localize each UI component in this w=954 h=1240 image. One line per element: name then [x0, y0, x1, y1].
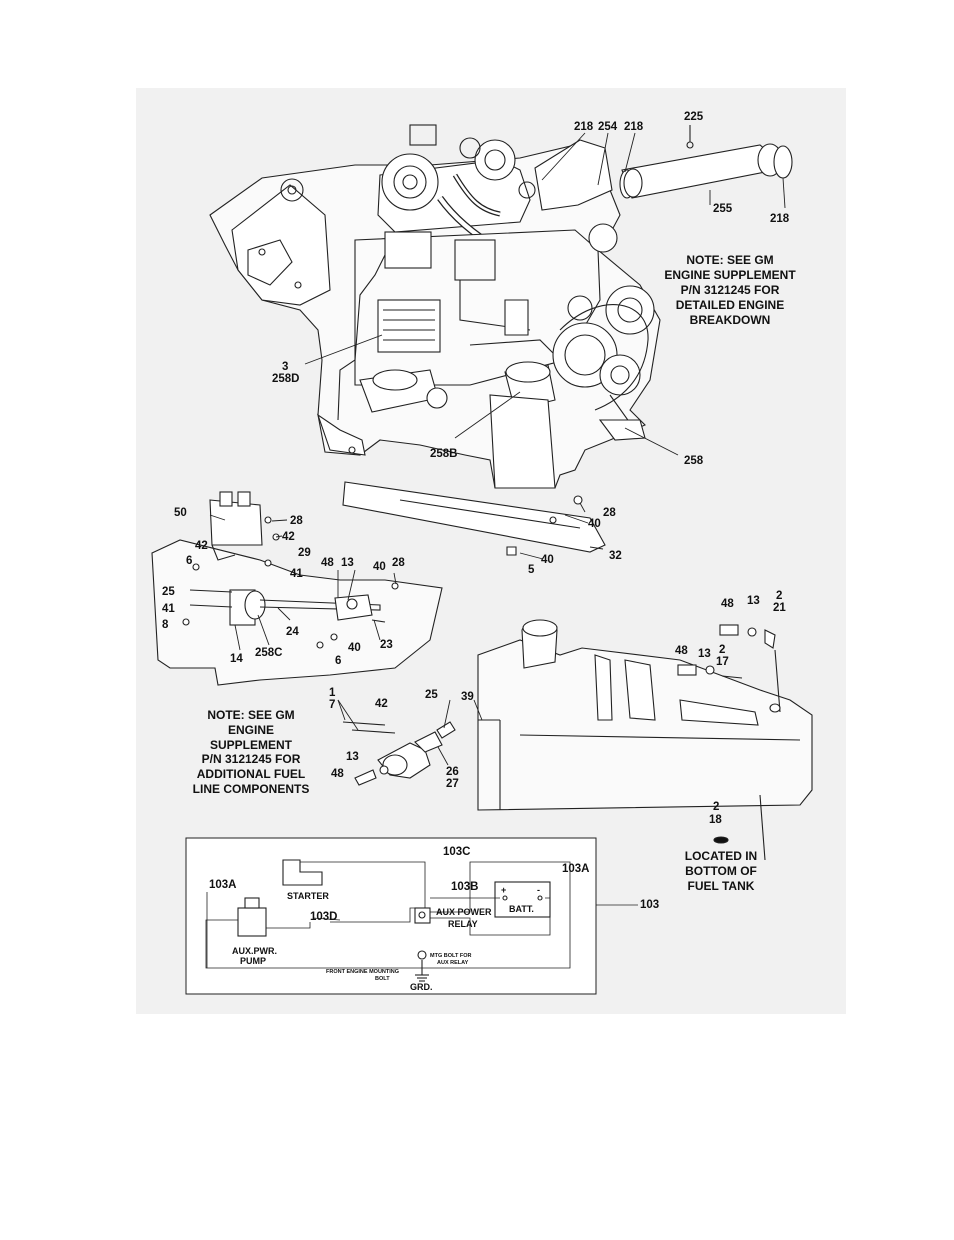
fuel-line-note-line: SUPPLEMENT [210, 738, 293, 752]
callout-218: 218 [574, 121, 594, 133]
callout-40: 40 [348, 642, 361, 654]
callout-103a: 103A [562, 863, 590, 875]
callout-13: 13 [346, 751, 359, 763]
callout-103: 103 [640, 899, 659, 911]
front-bolt-label: FRONT ENGINE MOUNTING [326, 969, 399, 975]
mtg-bolt-label: AUX RELAY [437, 960, 469, 966]
engine-note-line: NOTE: SEE GM [686, 253, 773, 267]
callout-21: 21 [773, 602, 786, 614]
fuel-tank-illustration [477, 619, 813, 861]
callout-218: 218 [624, 121, 644, 133]
callout-258c: 258C [255, 647, 283, 659]
callout-258b: 258B [430, 448, 458, 460]
callout-25: 25 [425, 689, 438, 701]
aux-power-relay-label: AUX POWER [436, 907, 492, 917]
callout-8: 8 [162, 619, 169, 631]
callout-41: 41 [290, 568, 303, 580]
callout-6: 6 [335, 655, 341, 667]
fuel-line-note: NOTE: SEE GM ENGINE SUPPLEMENT P/N 31212… [193, 708, 310, 796]
location-note-line: BOTTOM OF [685, 864, 757, 878]
leader-lines [209, 132, 786, 766]
battery-label: BATT. [509, 904, 534, 914]
front-bolt-label: BOLT [375, 976, 390, 982]
callout-29: 29 [298, 547, 311, 559]
callout-39: 39 [461, 691, 474, 703]
callout-6: 6 [186, 555, 192, 567]
callout-14: 14 [230, 653, 243, 665]
callout-40: 40 [373, 561, 386, 573]
battery-minus-terminal: - [537, 885, 540, 895]
callout-255: 255 [713, 203, 733, 215]
fuel-line-note-line: NOTE: SEE GM [207, 708, 294, 722]
fuel-tank-location-note: LOCATED IN BOTTOM OF FUEL TANK [685, 849, 757, 893]
callout-103a: 103A [209, 879, 237, 891]
callout-42: 42 [195, 540, 208, 552]
aux-pump-label: AUX.PWR. [232, 946, 277, 956]
callout-5: 5 [528, 564, 535, 576]
callout-103c: 103C [443, 846, 471, 858]
callout-13: 13 [698, 648, 711, 660]
callout-23: 23 [380, 639, 393, 651]
callout-28: 28 [290, 515, 303, 527]
engine-illustration [209, 124, 661, 489]
engine-note: NOTE: SEE GM ENGINE SUPPLEMENT P/N 31212… [664, 253, 796, 327]
starter-label: STARTER [287, 891, 329, 901]
ground-label: GRD. [410, 982, 433, 992]
callout-42: 42 [375, 698, 388, 710]
location-note-line: FUEL TANK [688, 879, 755, 893]
callout-48: 48 [675, 645, 688, 657]
callout-48: 48 [721, 598, 734, 610]
callout-258d: 258D [272, 373, 300, 385]
engine-note-line: ENGINE SUPPLEMENT [664, 268, 796, 282]
aux-power-relay-label: RELAY [448, 919, 478, 929]
aux-pump-label: PUMP [240, 956, 266, 966]
callout-258: 258 [684, 455, 704, 467]
callout-18: 18 [709, 814, 722, 826]
callout-103d: 103D [310, 911, 338, 923]
callout-25: 25 [162, 586, 175, 598]
callout-13: 13 [341, 557, 354, 569]
callout-24: 24 [286, 626, 299, 638]
fuel-line-note-line: P/N 3121245 FOR [202, 752, 301, 766]
callout-2: 2 [776, 590, 782, 602]
callout-41: 41 [162, 603, 175, 615]
callout-1: 1 [329, 687, 336, 699]
callout-254: 254 [598, 121, 618, 133]
callout-40: 40 [588, 518, 601, 530]
battery-plus-terminal: + [501, 885, 506, 895]
callout-28: 28 [392, 557, 405, 569]
engine-note-line: P/N 3121245 FOR [681, 283, 780, 297]
fuel-pump-mount [151, 491, 443, 686]
callout-225: 225 [684, 111, 704, 123]
location-note-line: LOCATED IN [685, 849, 757, 863]
wiring-diagram [185, 837, 638, 995]
callout-218: 218 [770, 213, 790, 225]
callout-48: 48 [321, 557, 334, 569]
callout-13: 13 [747, 595, 760, 607]
callout-48: 48 [331, 768, 344, 780]
callout-2: 2 [719, 644, 725, 656]
callout-2: 2 [713, 801, 719, 813]
callout-28: 28 [603, 507, 616, 519]
fuel-line-assembly [342, 721, 456, 786]
callout-27: 27 [446, 778, 459, 790]
callout-26: 26 [446, 766, 459, 778]
intake-hose [619, 125, 793, 199]
engine-note-line: DETAILED ENGINE [676, 298, 784, 312]
callout-103b: 103B [451, 881, 479, 893]
engine-note-line: BREAKDOWN [690, 313, 771, 327]
callout-40: 40 [541, 554, 554, 566]
mtg-bolt-label: MTG BOLT FOR [430, 953, 471, 959]
callout-7: 7 [329, 699, 335, 711]
fuel-line-note-line: ADDITIONAL FUEL [197, 767, 305, 781]
callout-17: 17 [716, 656, 729, 668]
callout-3: 3 [282, 361, 288, 373]
callout-42: 42 [282, 531, 295, 543]
callout-32: 32 [609, 550, 622, 562]
fuel-line-note-line: ENGINE [228, 723, 274, 737]
callout-50: 50 [174, 507, 187, 519]
fuel-line-note-line: LINE COMPONENTS [193, 782, 310, 796]
